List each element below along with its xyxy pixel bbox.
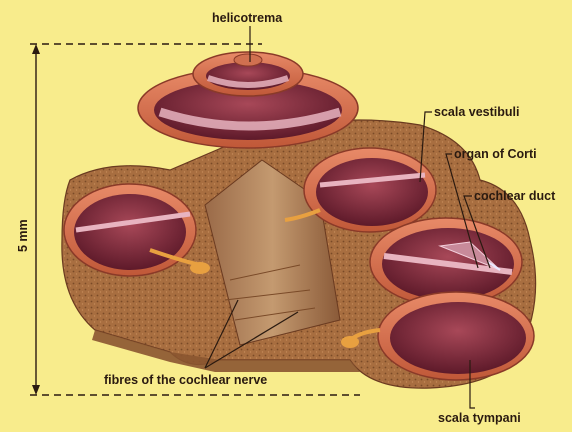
scala-vestibuli-label: scala vestibuli <box>434 105 519 119</box>
helicotrema-label: helicotrema <box>212 11 283 25</box>
scala-tympani-label: scala tympani <box>438 411 521 425</box>
apical-turns <box>138 52 358 148</box>
organ-of-corti-label: organ of Corti <box>454 147 537 161</box>
nerve-fibres-label: fibres of the cochlear nerve <box>104 373 267 387</box>
scale-bar-label: 5 mm <box>16 219 30 252</box>
cochlear-duct-label: cochlear duct <box>474 189 556 203</box>
